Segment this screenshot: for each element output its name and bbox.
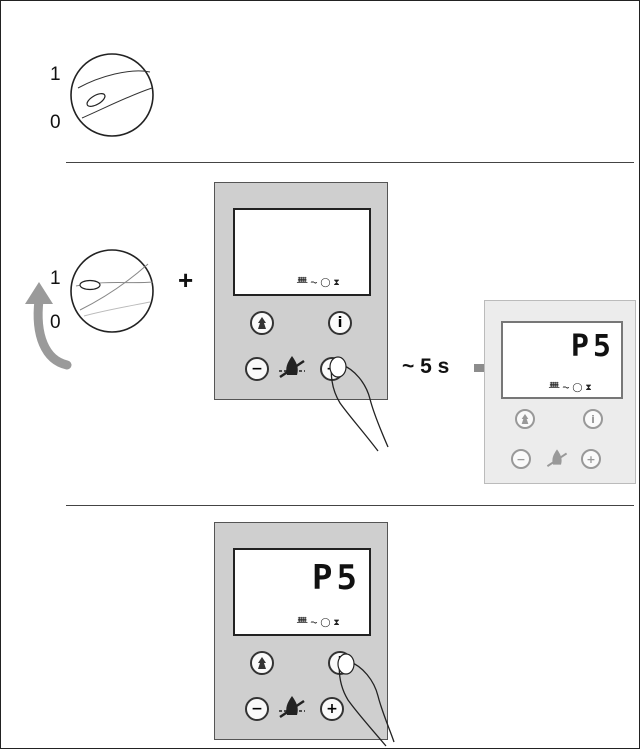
result-minus-icon: −	[516, 452, 526, 466]
plus-icon-step3: +	[326, 701, 338, 717]
result-info-icon: i	[591, 412, 595, 426]
rotation-arrow-icon	[25, 282, 72, 370]
status-icons-step3: ᚙ ⏦ ◯ ⧗	[297, 618, 340, 628]
mode-button[interactable]	[250, 311, 274, 335]
control-panel-step3: P5 ᚙ ⏦ ◯ ⧗ i − +	[214, 522, 388, 740]
minus-button-step3[interactable]: −	[245, 697, 269, 721]
minus-button[interactable]: −	[245, 357, 269, 381]
result-mode-icon	[521, 414, 529, 424]
display-text-step3: P5	[312, 558, 361, 598]
switch-label-on-2: 1	[50, 268, 61, 289]
result-mode-button[interactable]	[515, 409, 535, 429]
control-panel: ᚙ ⏦ ◯ ⧗ i − +	[214, 182, 388, 400]
switch-label-off: 0	[50, 112, 61, 133]
minus-icon: −	[251, 361, 263, 377]
section-divider-2	[66, 505, 634, 506]
section-divider-1	[66, 162, 634, 163]
main-switch-knob-on	[70, 249, 154, 333]
mode-icon	[258, 317, 266, 329]
minus-icon-step3: −	[251, 701, 263, 717]
status-icons: ᚙ ⏦ ◯ ⧗	[297, 278, 340, 288]
info-icon: i	[337, 315, 343, 331]
mode-button-step3[interactable]	[250, 651, 274, 675]
result-no-flame-icon	[546, 449, 568, 468]
hand-pressing-icon	[329, 356, 389, 452]
no-flame-icon	[279, 356, 305, 379]
result-plus-button[interactable]: +	[581, 449, 601, 469]
plus-button-step3[interactable]: +	[320, 697, 344, 721]
result-minus-button[interactable]: −	[511, 449, 531, 469]
display-screen-step3: P5 ᚙ ⏦ ◯ ⧗	[233, 548, 371, 636]
info-button[interactable]: i	[328, 311, 352, 335]
main-switch-knob-off	[70, 53, 154, 137]
result-display-text: P5	[570, 329, 615, 364]
result-plus-icon: +	[586, 452, 596, 466]
result-status-icons: ᚙ ⏦ ◯ ⧗	[549, 383, 592, 393]
result-info-button[interactable]: i	[583, 409, 603, 429]
hand-pressing-info-icon	[337, 653, 395, 747]
switch-label-on: 1	[50, 64, 61, 85]
result-control-panel: P5 ᚙ ⏦ ◯ ⧗ i − +	[484, 300, 636, 484]
display-screen: ᚙ ⏦ ◯ ⧗	[233, 208, 371, 296]
no-flame-icon-step3	[279, 696, 305, 719]
duration-label: ~ 5 s	[402, 355, 450, 378]
mode-icon-step3	[258, 657, 266, 669]
plus-sign: +	[178, 265, 194, 295]
switch-label-off-2: 0	[50, 312, 61, 333]
result-display-screen: P5 ᚙ ⏦ ◯ ⧗	[501, 321, 623, 399]
